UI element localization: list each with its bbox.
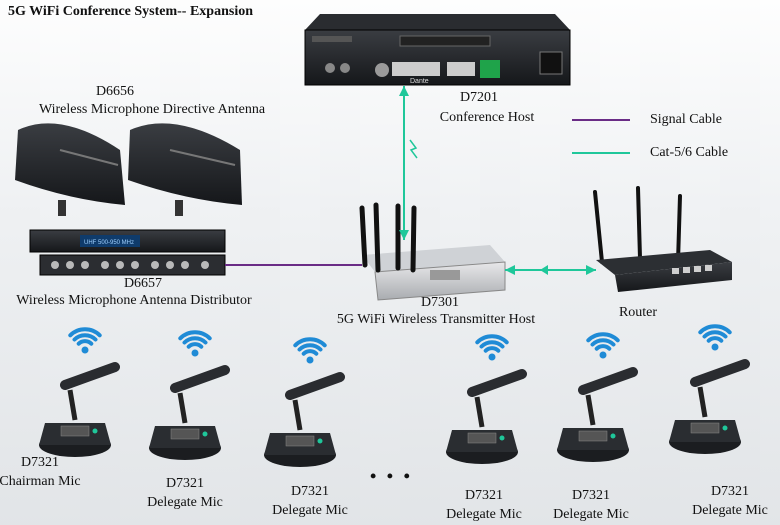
mic-model: D7321 [165,476,205,491]
host-model: D7201 [459,90,499,105]
distributor-screen-text: UHF 500-950 MHz [84,240,134,246]
mic-role: Delegate Mic [692,503,768,518]
mic-unit [149,330,230,460]
mic-model: D7321 [20,455,60,470]
router-label: Router [618,305,658,320]
arrow-down [399,230,409,240]
distributor-model: D6657 [123,276,163,291]
mic-model: D7321 [464,488,504,503]
mic-role: Delegate Mic [446,507,522,522]
mic-model: D7321 [710,484,750,499]
transmitter-model: D7301 [420,295,460,310]
conference-host-device: Dante [304,14,571,86]
mic-role: Delegate Mic [147,495,223,510]
host-name: Conference Host [439,110,535,125]
bolt-icon [409,139,418,159]
mic-unit [669,324,750,454]
arrow-left [505,265,515,275]
mic-role: Delegate Mic [553,507,629,522]
wifi-icon [586,332,620,359]
diagram-title: 5G WiFi Conference System-- Expansion [8,4,254,19]
router-device [593,186,732,292]
antenna-model: D6656 [95,84,135,99]
transmitter-host-device [359,202,506,301]
directive-antenna-right [128,123,242,216]
distributor-name: Wireless Microphone Antenna Distributor [16,293,252,308]
microphones [39,324,750,467]
antenna-name: Wireless Microphone Directive Antenna [38,102,266,117]
mic-unit [264,337,345,467]
legend-signal-label: Signal Cable [650,112,722,127]
arrow-up [399,86,409,96]
arrow-right [586,265,596,275]
wifi-icon [475,334,509,361]
mic-unit [446,334,527,464]
arrow-mid [540,265,548,275]
mic-model: D7321 [571,488,611,503]
mic-role: Delegate Mic [272,503,348,518]
transmitter-name: 5G WiFi Wireless Transmitter Host [336,312,536,327]
dante-badge: Dante [410,78,429,85]
wifi-icon [293,337,327,364]
more-mics-ellipsis: • • • [370,466,413,486]
mic-unit [557,332,638,462]
wifi-icon [178,330,212,357]
legend-cat-label: Cat-5/6 Cable [650,145,729,160]
wifi-icon [68,327,102,354]
mic-model: D7321 [290,484,330,499]
mic-unit [39,327,120,457]
antenna-distributor-device: UHF 500-950 MHz [29,229,226,276]
directive-antenna-left [15,123,125,216]
wifi-icon [698,324,732,351]
mic-role: Chairman Mic [0,474,81,489]
